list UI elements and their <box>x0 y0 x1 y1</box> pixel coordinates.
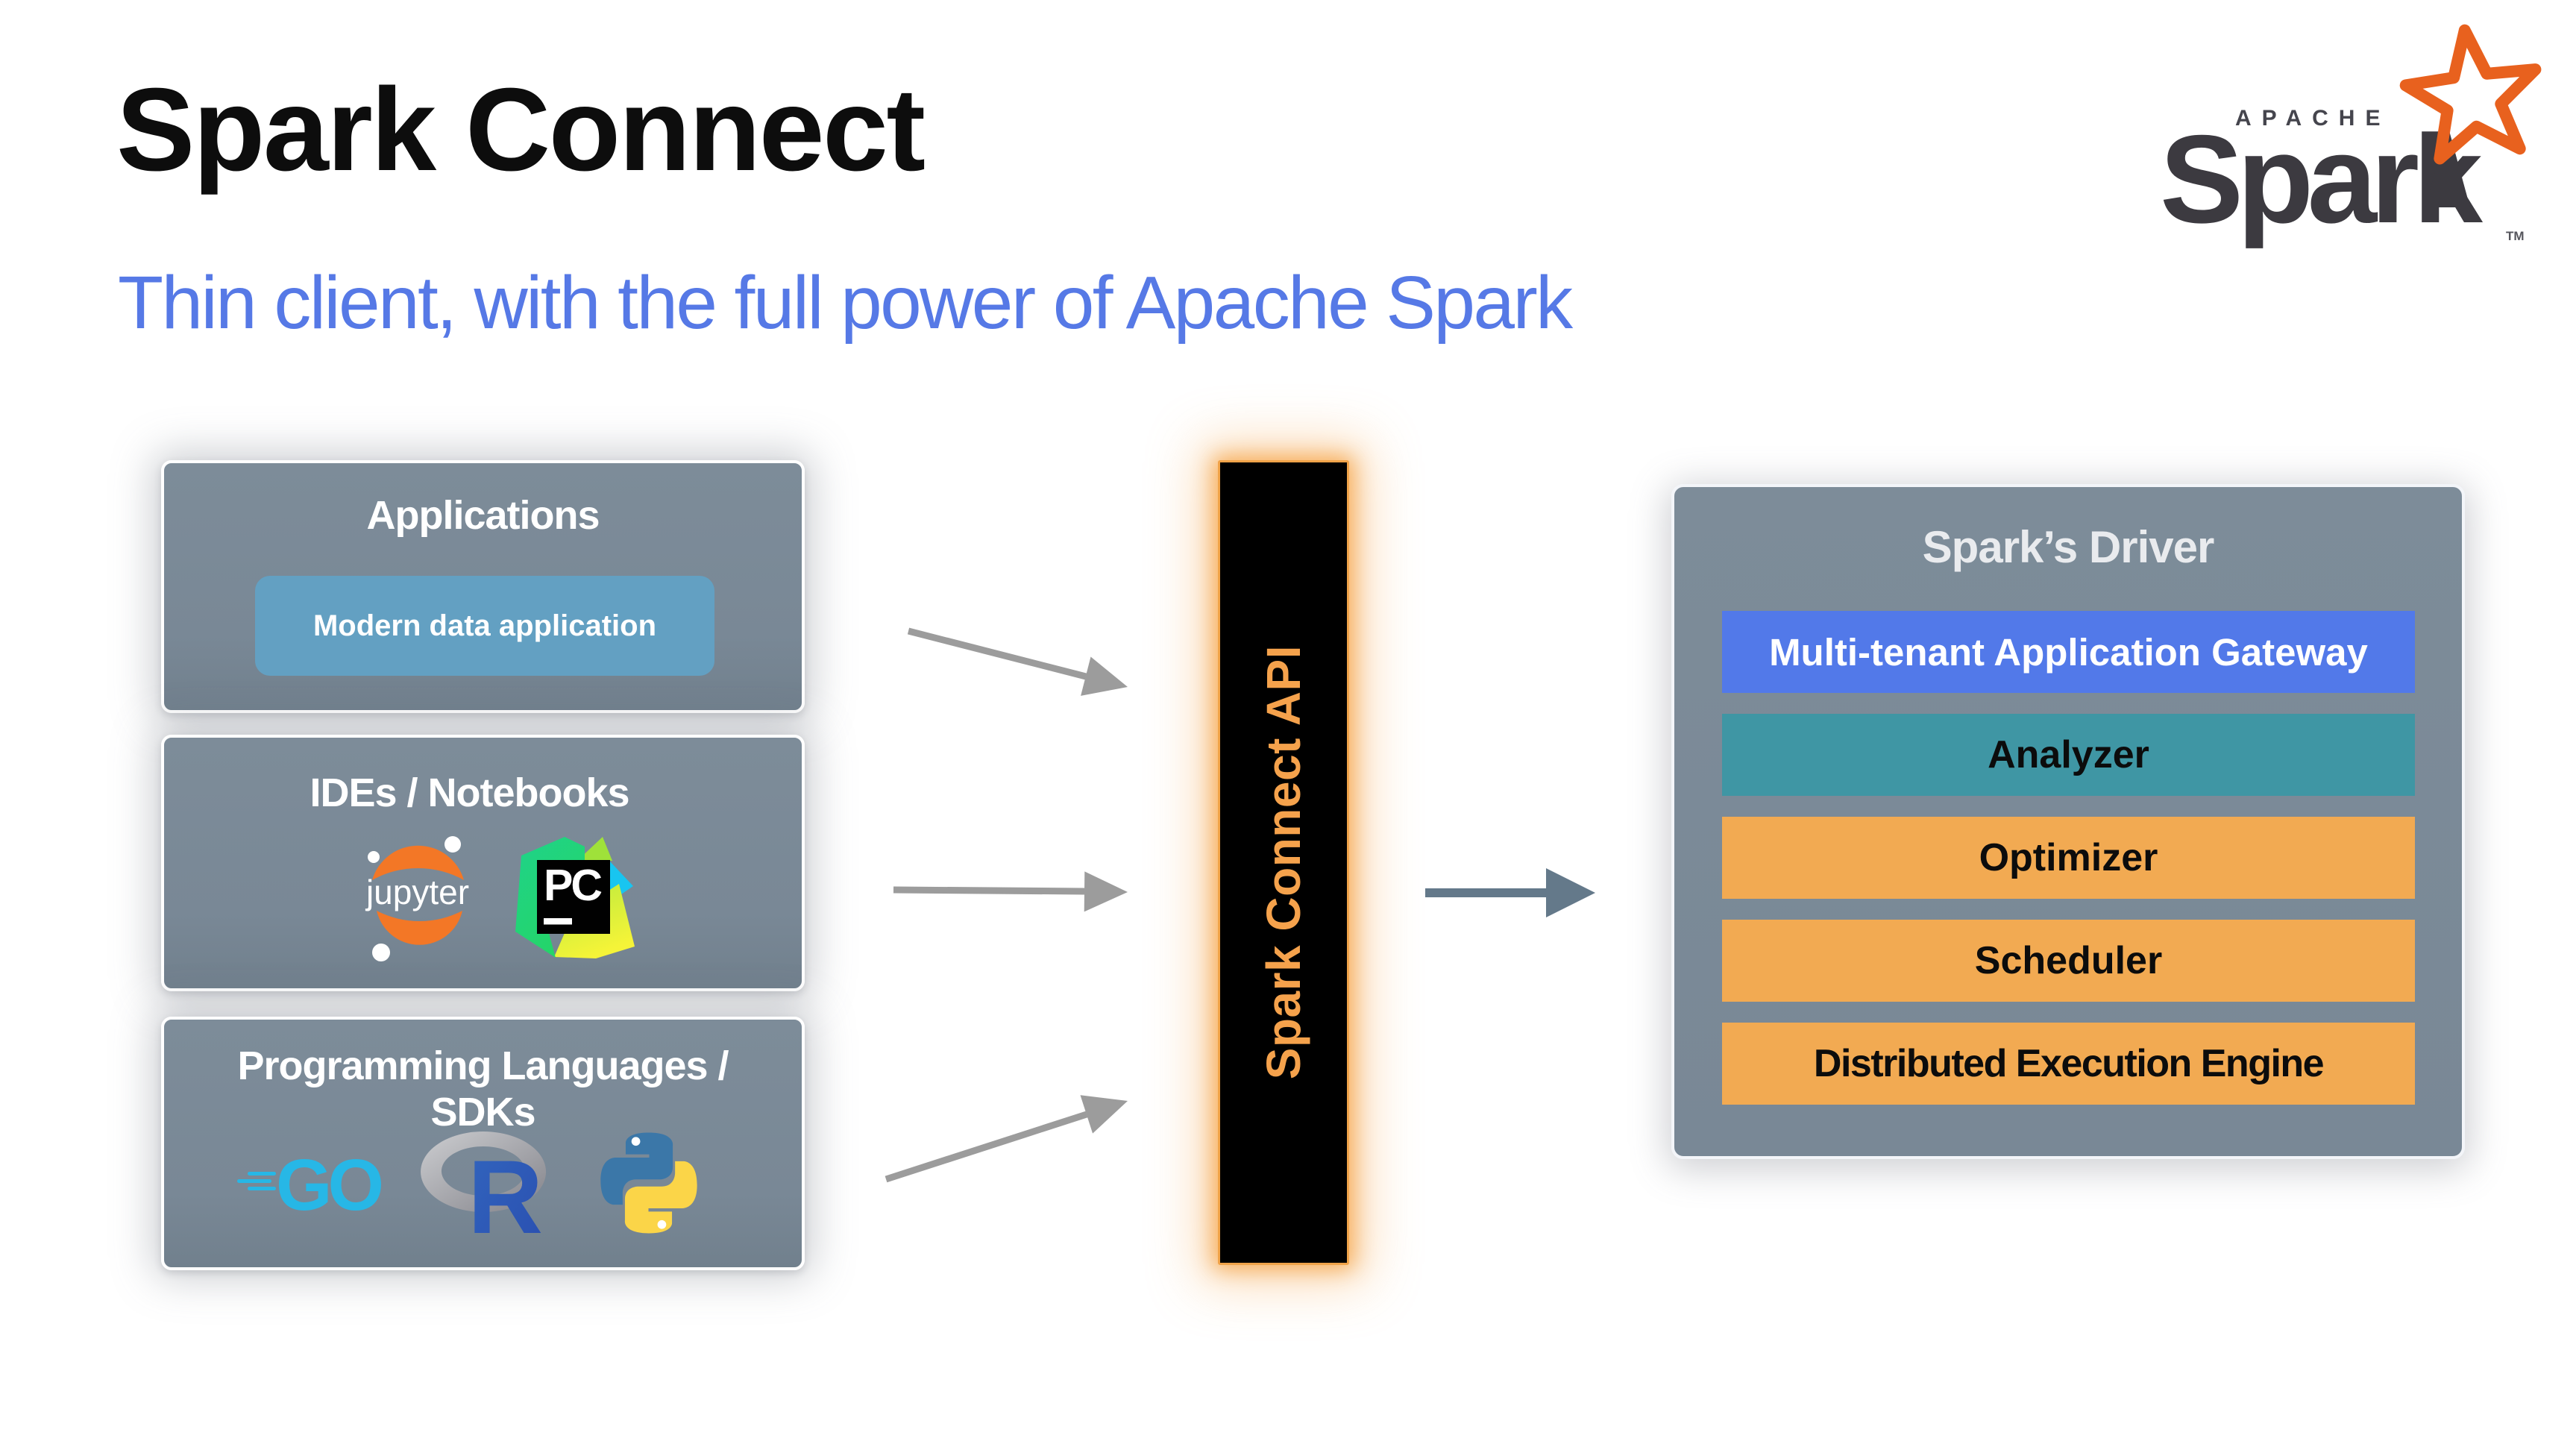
svg-text:PC: PC <box>544 861 601 910</box>
svg-text:GO: GO <box>276 1144 381 1223</box>
svg-text:jupyter: jupyter <box>365 873 469 911</box>
svg-text:APACHE: APACHE <box>2235 106 2390 131</box>
svg-text:R: R <box>468 1138 543 1242</box>
svg-text:TM: TM <box>2506 229 2525 243</box>
